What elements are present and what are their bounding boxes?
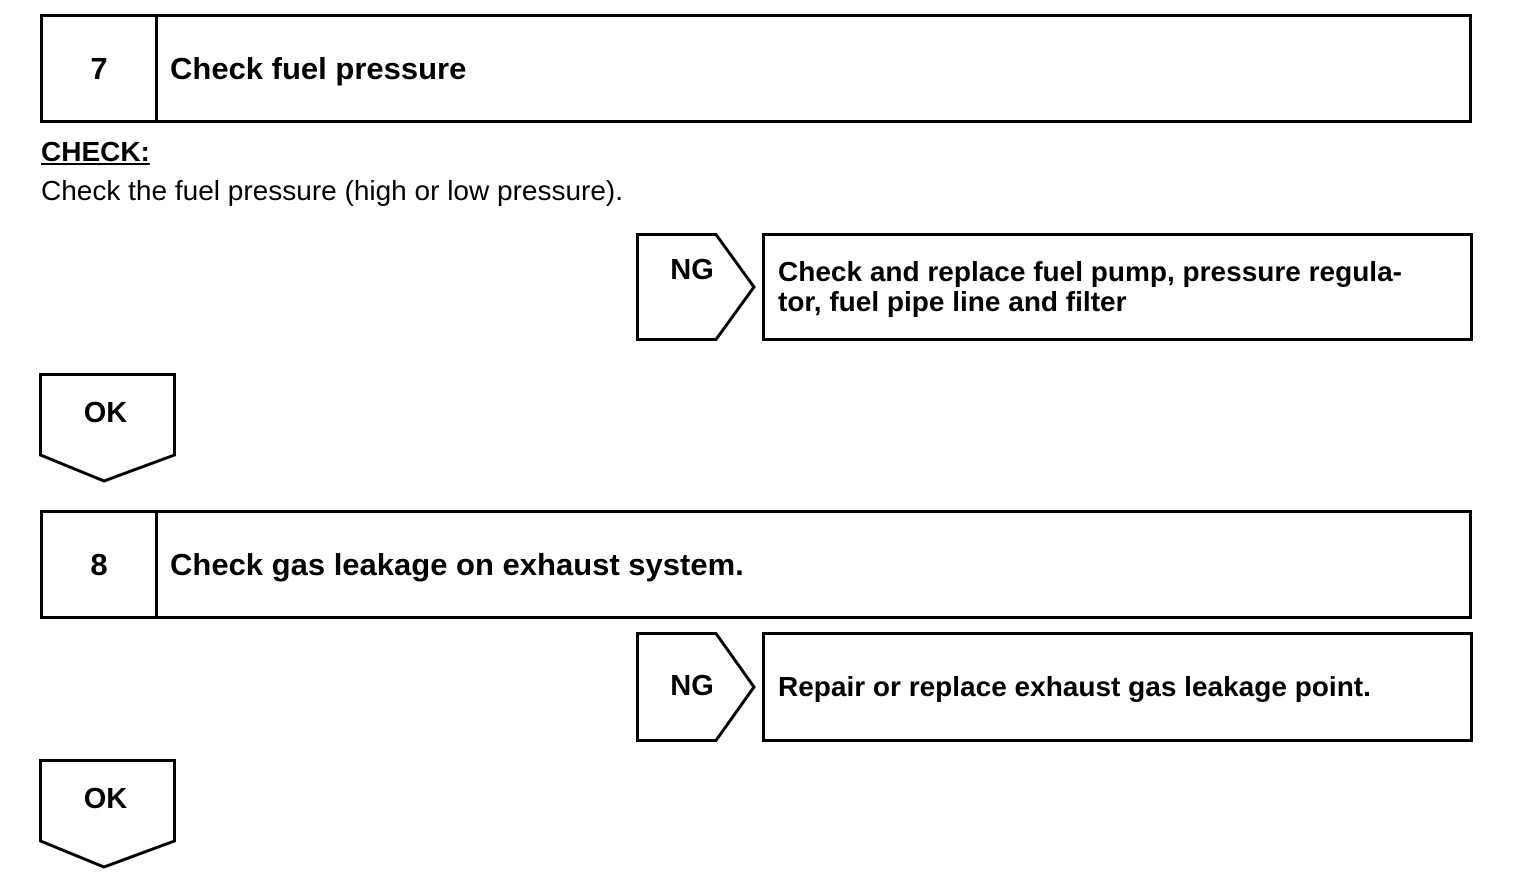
ng-action-box: Repair or replace exhaust gas leakage po… bbox=[762, 632, 1473, 742]
step-number: 7 bbox=[43, 17, 158, 120]
ng-action-text: Check and replace fuel pump, pressure re… bbox=[778, 256, 1402, 317]
ok-label: OK bbox=[83, 397, 128, 429]
ng-arrow-shape bbox=[636, 632, 756, 742]
ok-arrow-shape bbox=[39, 759, 176, 869]
ok-label: OK bbox=[83, 783, 128, 815]
step-7-header: 7 Check fuel pressure bbox=[40, 14, 1472, 123]
check-instruction: Check the fuel pressure (high or low pre… bbox=[41, 175, 624, 206]
ng-label: NG bbox=[670, 254, 714, 286]
check-label: CHECK: bbox=[41, 136, 150, 167]
ng-action-text: Repair or replace exhaust gas leakage po… bbox=[778, 671, 1371, 702]
ng-label: NG bbox=[670, 670, 714, 702]
step-8-header: 8 Check gas leakage on exhaust system. bbox=[40, 510, 1472, 619]
step-number: 8 bbox=[43, 513, 158, 616]
ng-arrow-shape bbox=[636, 233, 756, 341]
step-title: Check fuel pressure bbox=[170, 50, 467, 86]
ok-arrow-shape bbox=[39, 373, 176, 483]
ng-action-box: Check and replace fuel pump, pressure re… bbox=[762, 233, 1473, 341]
step-title: Check gas leakage on exhaust system. bbox=[170, 546, 744, 582]
